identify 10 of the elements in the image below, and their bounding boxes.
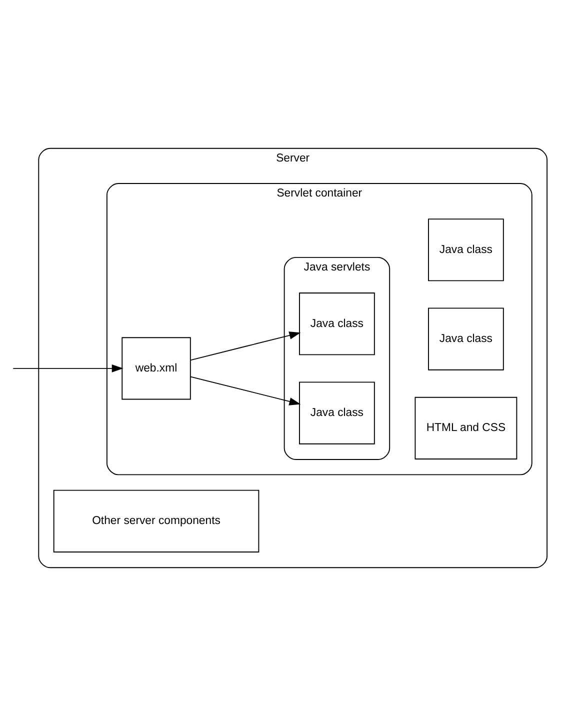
node-box: Java class [299,382,375,444]
node-box: HTML and CSS [414,396,518,460]
arrow [190,376,301,406]
node-box: Java class [299,292,375,356]
arrow [190,332,301,361]
arrow [12,364,124,372]
node-box: Other server components [53,490,260,552]
node-box: web.xml [122,337,191,400]
node-box: Java class [428,218,504,282]
node-box: Java class [428,308,504,370]
